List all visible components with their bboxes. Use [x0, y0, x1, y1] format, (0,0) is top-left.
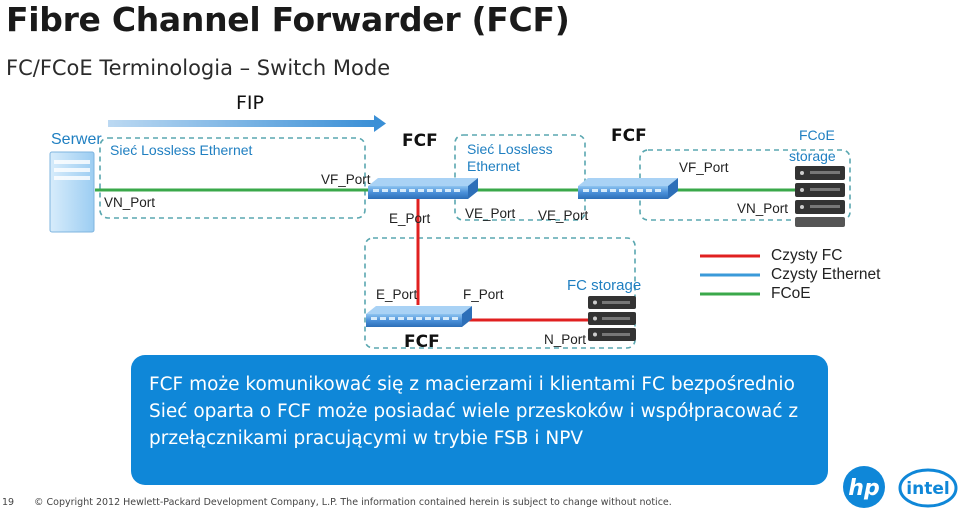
fip-arrow — [108, 115, 386, 132]
lossless-ethernet-mid-label-line2: Ethernet — [467, 158, 520, 174]
info-panel: FCF może komunikować się z macierzami i … — [131, 355, 828, 485]
info-panel-line-3: przełącznikami pracującymi w trybie FSB … — [149, 428, 584, 449]
vf-port-left-label: VF_Port — [321, 172, 371, 187]
fcoe-storage-label-line1: FCoE — [799, 127, 835, 143]
fcf-switch-top-left-icon — [368, 178, 478, 199]
copyright-footer: © Copyright 2012 Hewlett-Packard Develop… — [34, 497, 672, 508]
info-panel-line-1: FCF może komunikować się z macierzami i … — [149, 374, 795, 395]
lossless-ethernet-left-label: Sieć Lossless Ethernet — [110, 142, 253, 158]
fcf-top-left-label: FCF — [402, 131, 438, 151]
fc-storage-label: FC storage — [567, 277, 642, 294]
e-port-top-label: E_Port — [389, 211, 431, 226]
e-port-bottom-label: E_Port — [376, 287, 418, 302]
info-panel-line-2: Sieć oparta o FCF może posiadać wiele pr… — [149, 401, 799, 422]
intel-logo: intel — [898, 468, 958, 508]
fcf-switch-bottom-icon — [366, 306, 472, 327]
legend-label-fcoe: FCoE — [771, 285, 811, 302]
fcf-top-right-label: FCF — [611, 126, 647, 146]
fcf-switch-top-right-icon — [578, 178, 678, 199]
ve-port-left-label: VE_Port — [465, 206, 516, 221]
lossless-ethernet-left-boundary — [99, 137, 366, 219]
fc-storage-icon — [588, 296, 636, 341]
fcoe-storage-icon — [795, 166, 845, 227]
vn-port-storage-label: VN_Port — [737, 201, 789, 216]
server-icon — [49, 151, 95, 233]
n-port-label: N_Port — [544, 332, 587, 347]
svg-text:intel: intel — [906, 479, 949, 499]
f-port-label: F_Port — [463, 287, 504, 302]
fcf-bottom-label: FCF — [404, 332, 440, 352]
fc-fabric-boundary — [364, 237, 636, 349]
slide-title: Fibre Channel Forwarder (FCF) — [6, 0, 570, 39]
hp-logo: hp — [843, 466, 885, 508]
server-label: Serwer — [51, 131, 102, 148]
legend-label-ethernet: Czysty Ethernet — [771, 266, 881, 283]
fcoe-storage-label-line2: storage — [789, 148, 836, 164]
vn-port-server-label: VN_Port — [104, 195, 156, 210]
slide-subtitle: FC/FCoE Terminologia – Switch Mode — [6, 56, 391, 80]
ve-port-right-label: VE_Port — [538, 208, 589, 223]
lossless-ethernet-mid-label-line1: Sieć Lossless — [467, 141, 553, 157]
fip-label: FIP — [236, 92, 264, 114]
page-number: 19 — [2, 497, 15, 508]
svg-text:hp: hp — [848, 476, 879, 501]
legend-label-fc: Czysty FC — [771, 247, 843, 264]
lossless-ethernet-mid-boundary — [454, 134, 586, 221]
vf-port-right-label: VF_Port — [679, 160, 729, 175]
